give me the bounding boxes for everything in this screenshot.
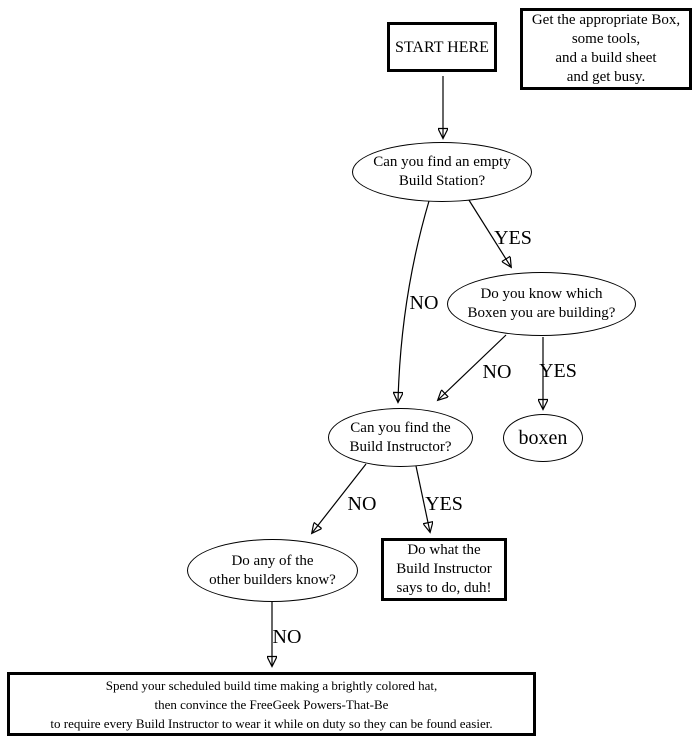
edge-label-which-yes: YES bbox=[539, 360, 577, 382]
node-do-what-instructor-line: Do what the bbox=[407, 542, 481, 558]
node-hat-plan-line: then convince the FreeGeek Powers-That-B… bbox=[154, 696, 389, 712]
node-do-what-instructor: Do what the Build Instructor says to do,… bbox=[381, 538, 507, 601]
node-instructions-line: some tools, bbox=[571, 31, 641, 47]
node-question-build-station-line: Can you find an empty bbox=[373, 154, 511, 170]
node-instructions: Get the appropriate Box, some tools, and… bbox=[520, 8, 692, 90]
node-question-build-instructor-line: Can you find the bbox=[350, 419, 451, 436]
node-question-build-instructor-line: Build Instructor? bbox=[349, 438, 452, 455]
edge-label-instructor-no: NO bbox=[347, 493, 377, 515]
edge-build-station-yes bbox=[466, 196, 511, 267]
node-boxen: boxen bbox=[503, 414, 583, 462]
edge-label-station-no: NO bbox=[409, 292, 439, 314]
node-start-label: START HERE bbox=[395, 38, 489, 56]
edge-build-station-no bbox=[398, 200, 430, 402]
node-boxen-label: boxen bbox=[518, 426, 568, 449]
node-question-which-boxen-line: Do you know which bbox=[480, 286, 603, 302]
node-question-build-station-line: Build Station? bbox=[398, 173, 486, 189]
node-question-which-boxen-line: Boxen you are building? bbox=[467, 305, 616, 321]
edge-label-instructor-yes: YES bbox=[425, 493, 463, 515]
node-instructions-line: Get the appropriate Box, bbox=[531, 12, 681, 28]
edge-label-station-yes: YES bbox=[494, 227, 532, 249]
node-hat-plan-line: Spend your scheduled build time making a… bbox=[105, 677, 438, 693]
node-question-build-instructor: Can you find the Build Instructor? bbox=[328, 408, 473, 467]
node-question-other-builders-line: Do any of the bbox=[231, 552, 314, 569]
edge-label-builders-no: NO bbox=[272, 626, 302, 648]
node-question-other-builders: Do any of the other builders know? bbox=[187, 539, 358, 602]
edge-which-boxen-no bbox=[438, 334, 507, 400]
node-hat-plan: Spend your scheduled build time making a… bbox=[7, 672, 536, 736]
node-question-build-station: Can you find an empty Build Station? bbox=[352, 142, 532, 202]
edge-build-instructor-no bbox=[312, 463, 367, 533]
node-do-what-instructor-line: says to do, duh! bbox=[396, 580, 492, 596]
node-question-other-builders-line: other builders know? bbox=[209, 571, 336, 588]
node-instructions-line: and a build sheet bbox=[555, 50, 657, 66]
edge-build-instructor-yes bbox=[415, 465, 430, 532]
node-start: START HERE bbox=[387, 22, 497, 72]
node-do-what-instructor-line: Build Instructor bbox=[396, 561, 492, 577]
node-question-which-boxen: Do you know which Boxen you are building… bbox=[447, 272, 636, 336]
node-instructions-line: and get busy. bbox=[566, 69, 646, 85]
edge-label-which-no: NO bbox=[482, 361, 512, 383]
node-hat-plan-line: to require every Build Instructor to wea… bbox=[50, 715, 493, 731]
